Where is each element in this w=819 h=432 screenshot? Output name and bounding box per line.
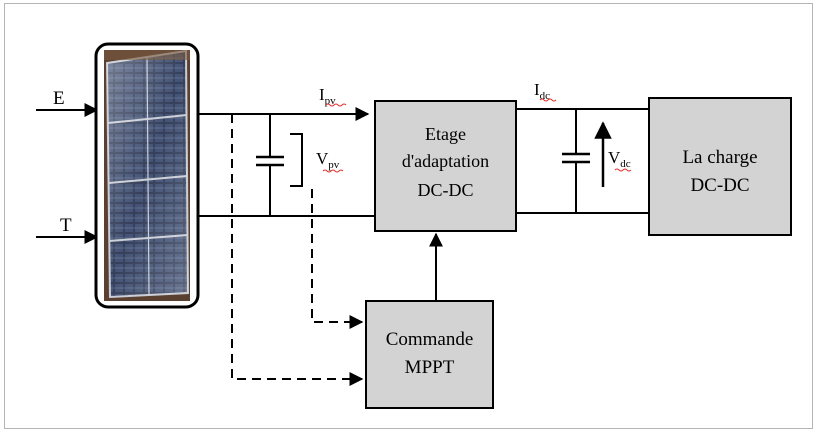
mppt-line2: MPPT bbox=[405, 357, 455, 378]
dc-bus-pv-side bbox=[198, 107, 375, 217]
vpv-bracket bbox=[290, 133, 303, 187]
mppt-line1: Commande bbox=[386, 329, 474, 350]
adaptation-stage-block: Etage d'adaptation DC-DC bbox=[374, 100, 517, 232]
input-t: T bbox=[36, 215, 99, 244]
vdc-label: Vdc bbox=[608, 148, 631, 170]
ipv-measure-line bbox=[231, 114, 364, 386]
ipv-squiggle bbox=[325, 103, 347, 107]
charge-line2: DC-DC bbox=[690, 175, 749, 196]
charge-line1: La charge bbox=[682, 147, 757, 168]
idc-squiggle bbox=[539, 98, 557, 102]
idc-label: Idc bbox=[534, 80, 550, 102]
vpv-measure-line bbox=[311, 189, 364, 329]
capacitor-dc bbox=[562, 109, 590, 213]
adaptation-line2: d'adaptation bbox=[402, 151, 489, 171]
input-t-label: T bbox=[60, 215, 72, 236]
input-e-label: E bbox=[53, 88, 65, 109]
capacitor-pv bbox=[256, 114, 284, 216]
pv-panel-image bbox=[94, 42, 200, 309]
vdc-squiggle bbox=[614, 168, 632, 172]
mppt-control-block: Commande MPPT bbox=[365, 300, 494, 409]
input-e: E bbox=[36, 88, 99, 117]
adaptation-line1: Etage bbox=[425, 124, 466, 144]
adaptation-line3: DC-DC bbox=[417, 180, 473, 200]
load-block: La charge DC-DC bbox=[648, 97, 792, 236]
ipv-label: Ipv bbox=[319, 85, 336, 107]
dc-bus-load-side bbox=[516, 108, 649, 214]
measurement-dashed-lines bbox=[231, 114, 364, 386]
vpv-label: Vpv bbox=[316, 149, 340, 171]
vpv-squiggle bbox=[322, 169, 344, 173]
diagram-canvas: E T Ipv Vpv Etage d'adaptat bbox=[4, 3, 813, 429]
